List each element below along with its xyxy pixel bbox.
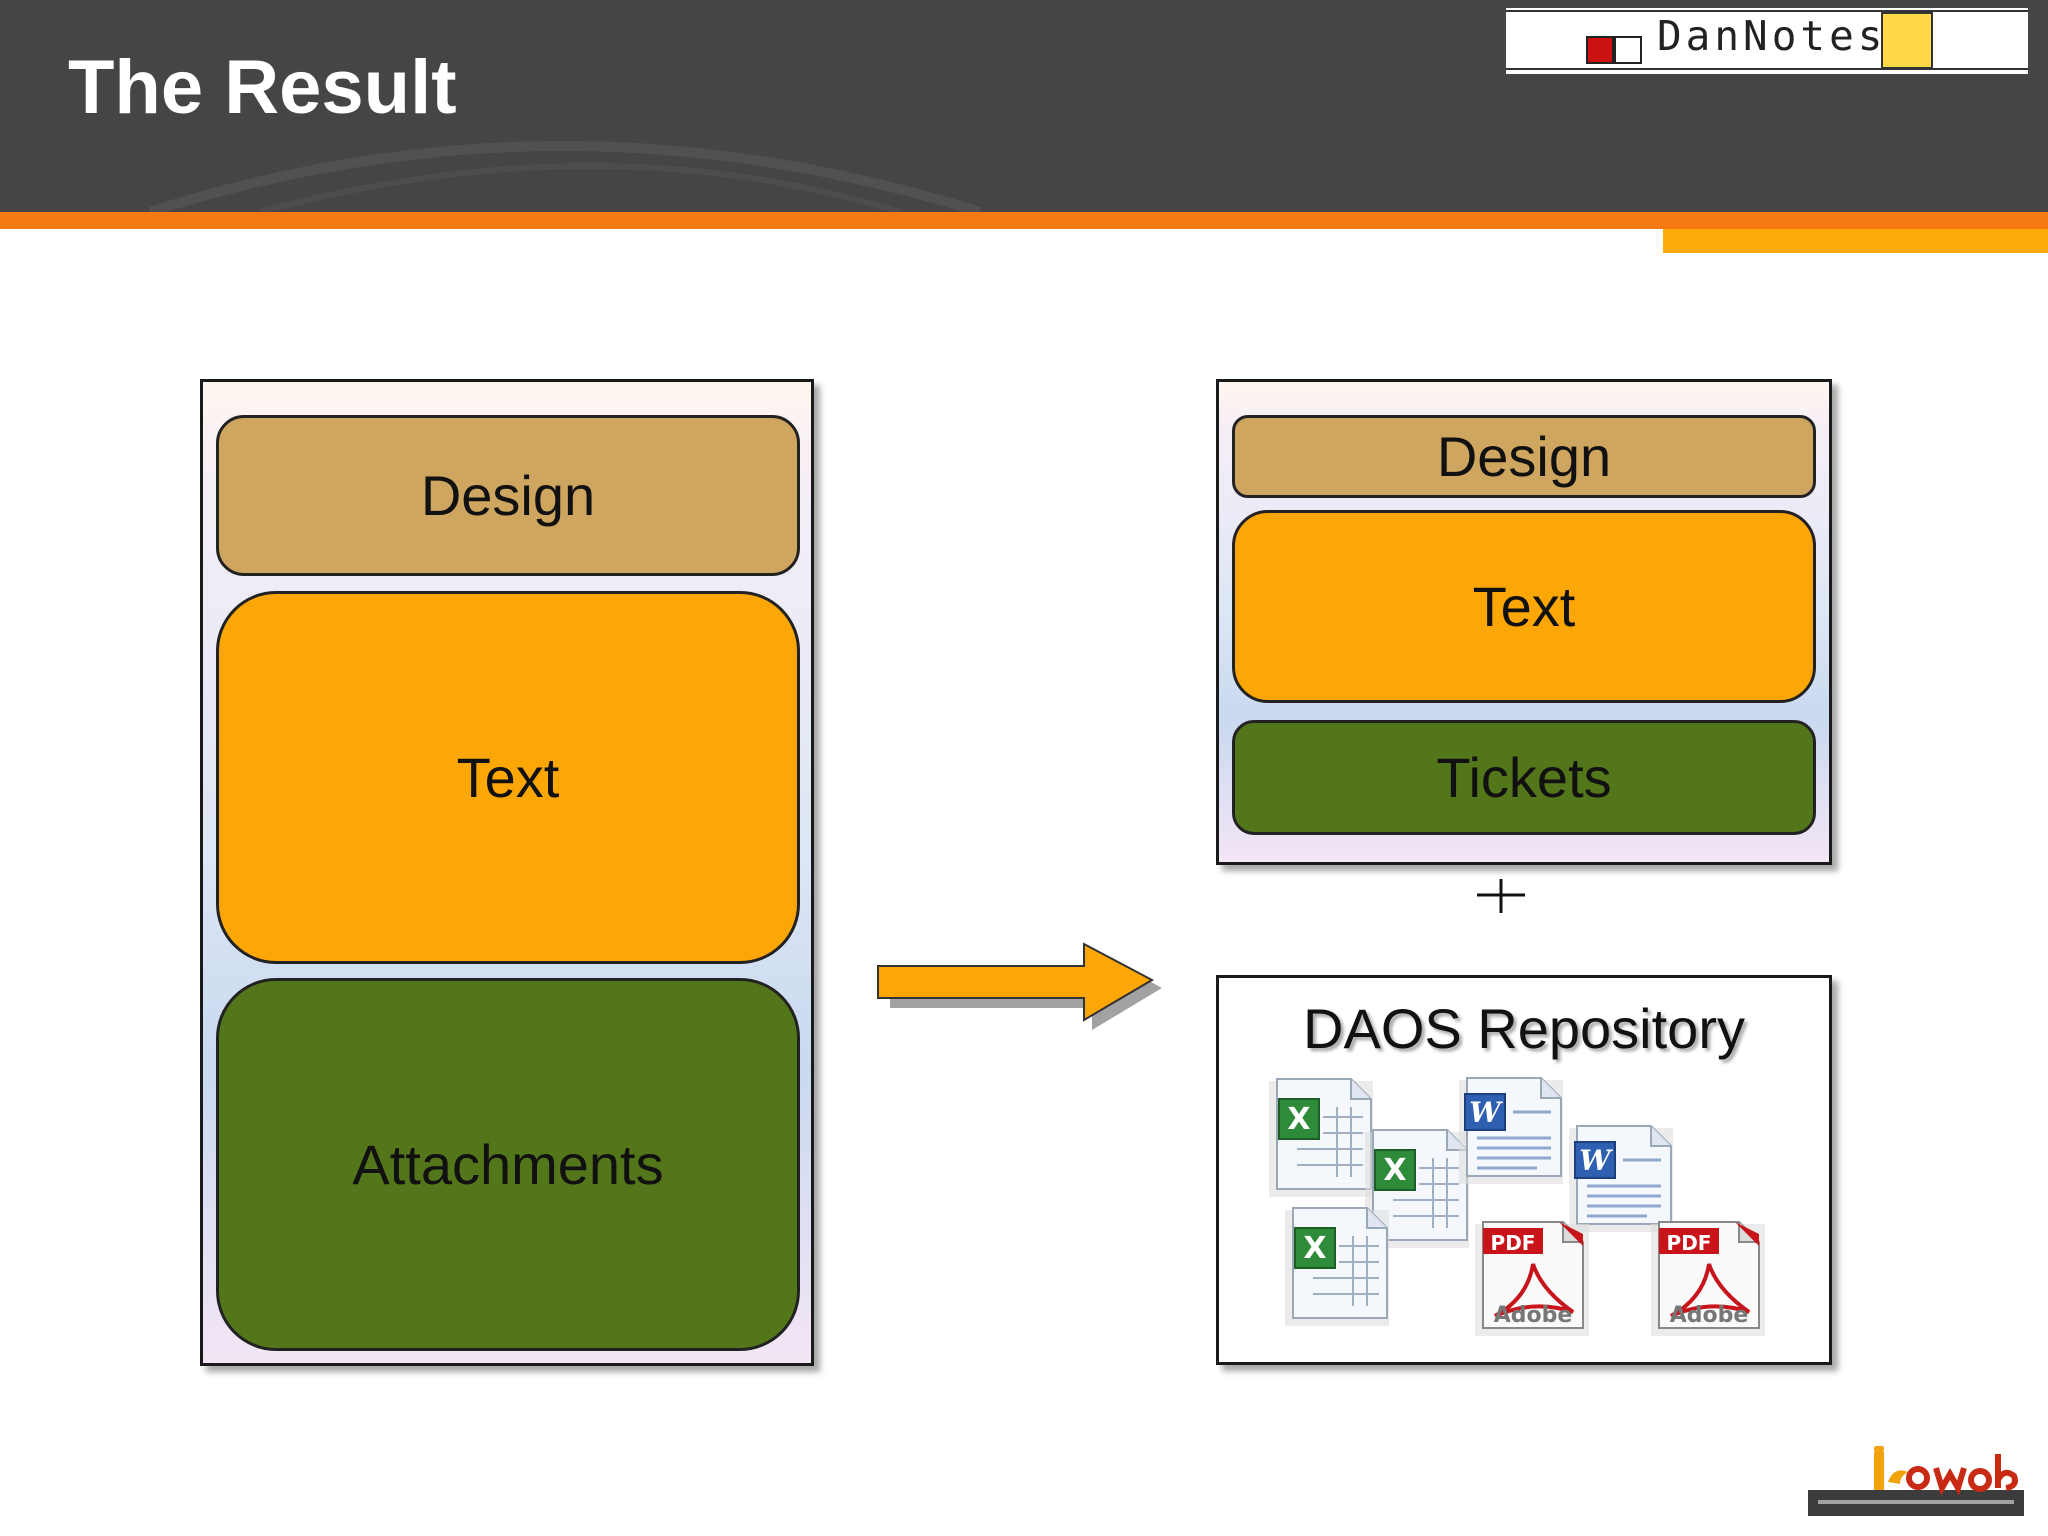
slide-title: The Result	[68, 45, 457, 130]
right-tickets-label: Tickets	[1436, 746, 1612, 809]
svg-text:X: X	[1287, 1102, 1310, 1137]
svg-text:Adobe: Adobe	[1670, 1303, 1749, 1328]
svg-text:X: X	[1303, 1231, 1326, 1266]
slide-header: The Result DanNotes	[0, 0, 2048, 212]
plus-icon	[1477, 879, 1525, 913]
right-document-panel: Design Text Tickets	[1216, 379, 1832, 865]
right-text-block: Text	[1232, 510, 1816, 703]
svg-text:W: W	[1469, 1096, 1503, 1129]
pdf-document-icon: PDF Adobe	[1651, 1221, 1765, 1336]
header-orange-tab	[1663, 229, 2048, 253]
right-tickets-block: Tickets	[1232, 720, 1816, 835]
left-attachments-label: Attachments	[352, 1133, 664, 1196]
excel-document-icon: X	[1269, 1078, 1373, 1197]
header-orange-bar	[0, 212, 2048, 229]
svg-text:PDF: PDF	[1491, 1231, 1536, 1255]
arrow-right-icon	[877, 942, 1162, 1030]
left-text-label: Text	[456, 746, 560, 809]
svg-text:Adobe: Adobe	[1494, 1303, 1573, 1328]
left-design-label: Design	[420, 464, 596, 527]
left-design-block: Design	[216, 415, 800, 576]
right-text-label: Text	[1472, 575, 1576, 638]
pdf-document-icon: PDF Adobe	[1475, 1221, 1589, 1336]
svg-text:W: W	[1579, 1144, 1613, 1177]
left-attachments-block: Attachments	[216, 978, 800, 1351]
svg-text:X: X	[1383, 1153, 1406, 1188]
logo-brand-text: DanNotes	[1657, 12, 1887, 60]
daos-repository-box: DAOS Repository X X X W	[1216, 975, 1832, 1365]
word-document-icon: W	[1459, 1077, 1563, 1184]
logo-white-square	[1614, 36, 1642, 64]
word-document-icon: W	[1569, 1125, 1673, 1232]
right-design-block: Design	[1232, 415, 1816, 498]
right-design-label: Design	[1436, 425, 1612, 488]
iscweb-logo	[1808, 1446, 2024, 1516]
left-text-block: Text	[216, 591, 800, 964]
daos-repository-title: DAOS Repository	[1303, 997, 1745, 1060]
dannotes-logo: DanNotes	[1506, 8, 2028, 74]
logo-red-square	[1586, 36, 1614, 64]
excel-document-icon: X	[1285, 1207, 1389, 1326]
svg-text:PDF: PDF	[1667, 1231, 1712, 1255]
left-document-panel: Design Text Attachments	[200, 379, 814, 1366]
logo-yellow-square	[1881, 12, 1933, 69]
excel-document-icon: X	[1365, 1129, 1469, 1248]
header-swoosh-decoration	[148, 141, 982, 212]
